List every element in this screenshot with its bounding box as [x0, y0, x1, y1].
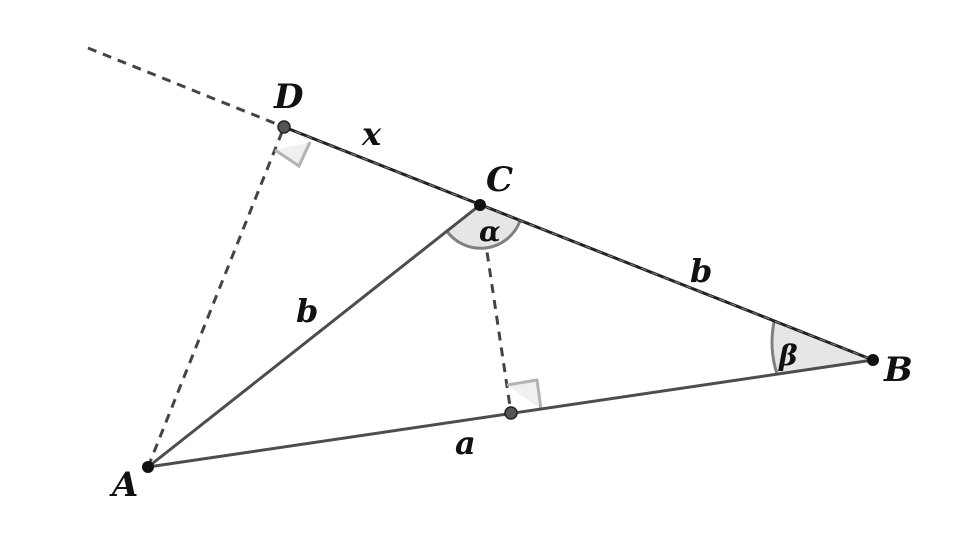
angle-arc-alpha [446, 205, 520, 249]
label-segment-AC: b [296, 292, 318, 330]
point-A [142, 461, 154, 473]
altitude-AD-dashed [146, 126, 286, 468]
point-foot [504, 406, 518, 420]
label-segment-DC: x [361, 115, 382, 153]
label-point-B: B [883, 350, 913, 390]
line-extension-dashed [87, 46, 285, 129]
label-angle-beta: β [778, 339, 798, 372]
angle-arc-beta-stroke [770, 321, 779, 375]
label-point-D: D [273, 77, 304, 117]
point-B [867, 354, 879, 366]
label-point-A: A [109, 465, 138, 505]
angle-arc-beta [772, 322, 873, 374]
label-angle-alpha: α [479, 215, 501, 248]
right-angle-marker-foot [506, 378, 543, 410]
right-angle-marker-D [274, 141, 312, 169]
point-C [474, 199, 486, 211]
label-point-C: C [486, 160, 513, 200]
angle-arc-alpha-stroke [444, 220, 522, 250]
segment-DB-dash-overlay [283, 126, 874, 361]
label-segment-AB: a [455, 424, 476, 462]
point-D [277, 120, 291, 134]
label-segment-CB: b [690, 252, 712, 290]
segment-AC [147, 203, 481, 469]
